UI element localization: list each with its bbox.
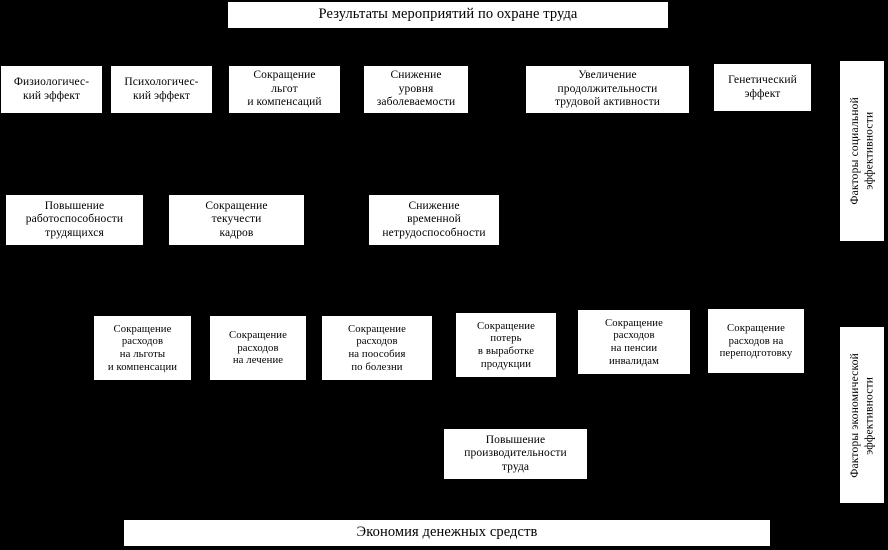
reduction-morbidity-level: Снижение уровня заболеваемости [364, 66, 468, 113]
reduction-benefits-compensations: Сокращение льгот и компенсаций [229, 66, 340, 113]
reduce-cost-retraining: Сокращение расходов на переподготовку [708, 309, 804, 373]
diagram-footer-bar: Экономия денежных средств [124, 520, 770, 546]
increase-work-capacity: Повышение работоспособности трудящихся [6, 195, 143, 245]
increase-labor-activity-duration: Увеличение продолжительности трудовой ак… [526, 66, 689, 113]
economic-effectiveness-factors-text: Факторы экономической эффективности [848, 352, 875, 478]
psychological-effect: Психологичес- кий эффект [111, 66, 212, 113]
reduction-temporary-disability: Снижение временной нетрудоспособности [369, 195, 499, 245]
reduce-cost-disability-pensions: Сокращение расходов на пенсии инвалидам [578, 310, 690, 374]
reduction-staff-turnover: Сокращение текучести кадров [169, 195, 304, 245]
reduce-cost-sickness-allowance: Сокращение расходов на поособия по болез… [322, 316, 432, 380]
economic-effectiveness-factors: Факторы экономической эффективности [840, 327, 884, 503]
reduce-cost-benefits-compensations: Сокращение расходов на льготы и компенса… [94, 316, 191, 380]
diagram-title-bar: Результаты мероприятий по охране труда [228, 2, 668, 28]
genetic-effect: Генетический эффект [714, 64, 811, 111]
reduce-cost-treatment: Сокращение расходов на лечение [210, 316, 306, 380]
social-effectiveness-factors: Факторы социальной эффективности [840, 61, 884, 241]
social-effectiveness-factors-text: Факторы социальной эффективности [848, 97, 875, 205]
increase-labor-productivity: Повышение производительности труда [444, 429, 587, 479]
reduce-output-losses: Сокращение потерь в выработке продукции [456, 313, 556, 377]
physiological-effect: Физиологичес- кий эффект [1, 66, 102, 113]
